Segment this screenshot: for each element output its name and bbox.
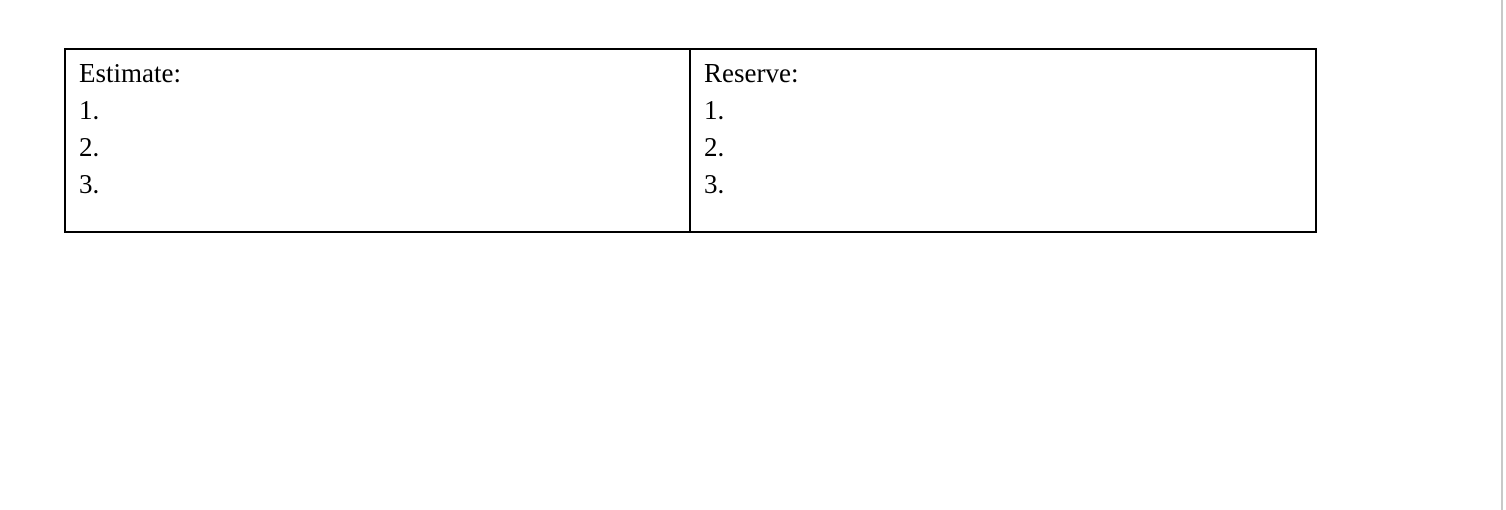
list-item[interactable]: 3. bbox=[704, 169, 725, 199]
table-row: Estimate: 1. 2. 3. Reserve: 1. 2. bbox=[64, 48, 1317, 233]
list-item[interactable]: 2. bbox=[79, 132, 100, 162]
estimate-list: 1. 2. 3. bbox=[79, 92, 689, 203]
reserve-heading: Reserve: bbox=[704, 58, 799, 88]
reserve-cell[interactable]: Reserve: 1. 2. 3. bbox=[689, 48, 1317, 233]
estimate-cell-content: Estimate: 1. 2. 3. bbox=[66, 50, 689, 203]
estimate-heading: Estimate: bbox=[79, 58, 181, 88]
estimate-cell[interactable]: Estimate: 1. 2. 3. bbox=[64, 48, 691, 233]
list-item[interactable]: 3. bbox=[79, 169, 100, 199]
right-edge-rule bbox=[1501, 0, 1503, 510]
list-item[interactable]: 1. bbox=[704, 95, 725, 125]
reserve-list: 1. 2. 3. bbox=[704, 92, 1315, 203]
list-item[interactable]: 1. bbox=[79, 95, 100, 125]
estimate-reserve-table: Estimate: 1. 2. 3. Reserve: 1. 2. bbox=[64, 48, 1317, 233]
list-item[interactable]: 2. bbox=[704, 132, 725, 162]
reserve-cell-content: Reserve: 1. 2. 3. bbox=[691, 50, 1315, 203]
